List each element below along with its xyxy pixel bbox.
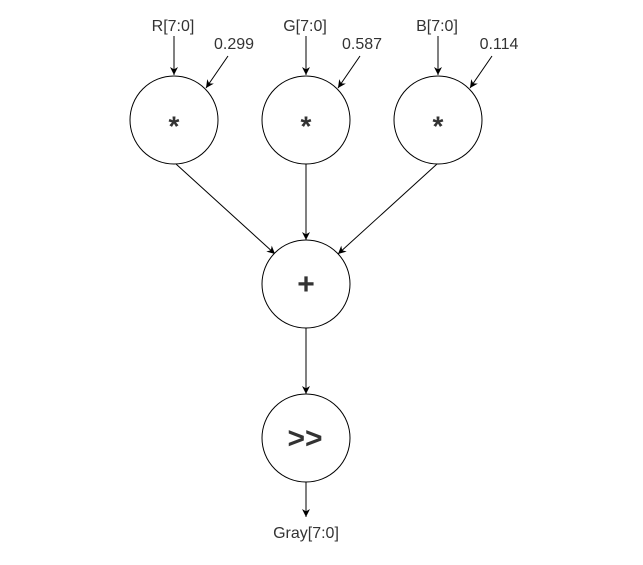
coefficient-label-g: 0.587 (342, 36, 382, 53)
edge-mul-r-to-add (175, 163, 276, 255)
edge-mul-b-to-add (337, 163, 438, 255)
multiplier-node-b-symbol: * (433, 110, 444, 141)
input-label-g: G[7:0] (283, 18, 327, 35)
arrow-g-coefficient (337, 55, 361, 89)
coefficient-label-b: 0.114 (480, 36, 519, 53)
multiplier-node-b-circle (393, 75, 483, 165)
coefficient-label-r: 0.299 (214, 36, 254, 53)
adder-node: + (261, 239, 351, 329)
input-label-b: B[7:0] (416, 18, 458, 35)
adder-node-symbol: + (297, 268, 315, 301)
input-label-r: R[7:0] (152, 18, 195, 35)
multiplier-node-g-symbol: * (301, 110, 312, 141)
output-label: Gray[7:0] (273, 525, 339, 542)
multiplier-node-r-circle (129, 75, 219, 165)
shift-node-symbol: >> (287, 422, 322, 455)
arrow-r-coefficient (205, 55, 229, 89)
multiplier-node-g: * (261, 75, 351, 165)
multiplier-node-r-symbol: * (169, 110, 180, 141)
arrow-b-coefficient (469, 55, 493, 89)
multiplier-node-b: * (393, 75, 483, 165)
multiplier-node-r: * (129, 75, 219, 165)
shift-node: >> (261, 393, 351, 483)
